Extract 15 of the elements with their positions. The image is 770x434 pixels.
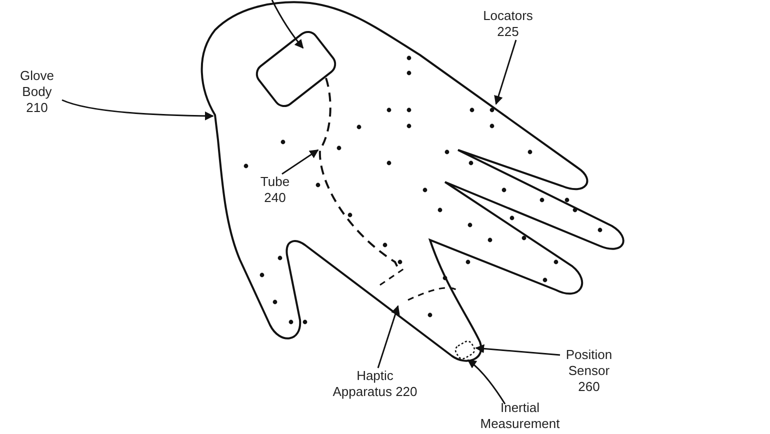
callout-label: Haptic Apparatus 220 (330, 368, 420, 400)
callout-label: Inertial Measurement (470, 400, 570, 432)
sensor-outline (453, 338, 477, 362)
leader-line (271, 0, 304, 49)
leader-line (282, 149, 319, 175)
leader-line (467, 359, 506, 404)
callout-label: Glove Body 210 (12, 68, 62, 116)
callout-label: Tube 240 (260, 174, 290, 205)
callout-label: Locators 225 (478, 8, 538, 40)
leader-line (62, 99, 214, 120)
leader-line (377, 305, 400, 368)
leader-line (494, 40, 517, 105)
leader-line (475, 344, 560, 356)
callout-label: Position Sensor 260 (560, 347, 618, 395)
glove-drawing (200, 1, 624, 362)
